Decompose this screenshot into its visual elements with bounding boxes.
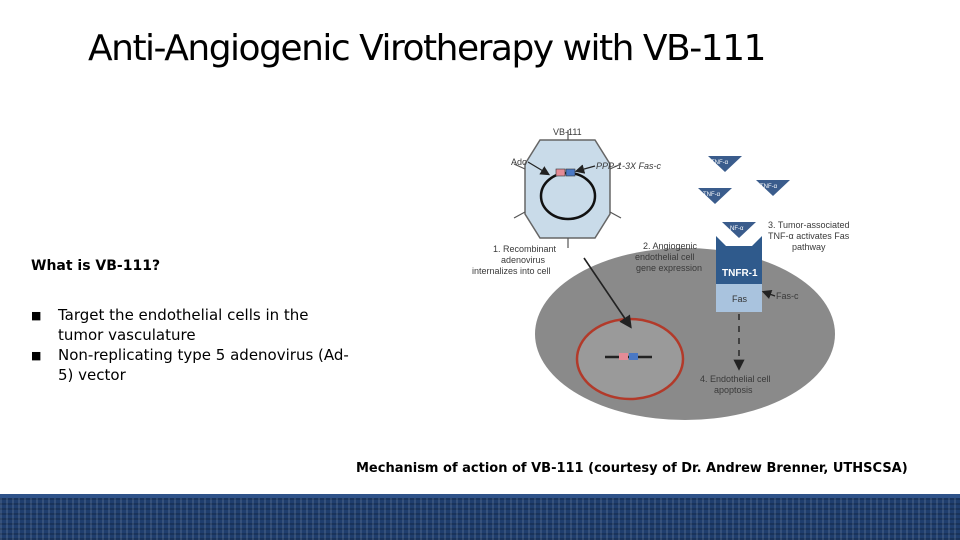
step1-label: 1. Recombinant adenovirus internalizes i… <box>472 244 559 276</box>
fas-label: Fas <box>732 294 748 304</box>
tnf-label: TNF-α <box>711 160 729 166</box>
transgene-red <box>619 353 628 360</box>
figure-caption: Mechanism of action of VB-111 (courtesy … <box>356 461 908 476</box>
genome-insert-blue <box>566 169 575 176</box>
tnf-label: TNF-α <box>760 184 778 190</box>
promoter-label: PPP-1-3X Fas-c <box>596 161 662 171</box>
receptor-label: TNFR-1 <box>722 268 758 279</box>
step3-label: 3. Tumor-associated TNF-α activates Fas … <box>768 220 852 252</box>
tnf-label: NF-α <box>730 226 744 232</box>
footer-band <box>0 498 960 540</box>
transgene-blue <box>629 353 638 360</box>
ado-label: Ado <box>511 157 527 167</box>
slide-title: Anti-Angiogenic Virotherapy with VB-111 <box>88 28 765 69</box>
endothelial-cell <box>535 248 835 420</box>
bullet-text: Target the endothelial cells in the tumo… <box>58 306 309 344</box>
virus-capsid <box>525 140 610 238</box>
genome-insert-red <box>556 169 565 176</box>
section-question: What is VB-111? <box>31 258 160 274</box>
bullet-item: ■ Target the endothelial cells in the tu… <box>31 305 351 345</box>
bullet-item: ■ Non-replicating type 5 adenovirus (Ad-… <box>31 345 351 385</box>
fasc-label: Fas-c <box>776 291 799 301</box>
mechanism-diagram: VB-111 Ado PPP-1-3X Fas-c TNF-α TNF-α TN… <box>470 124 880 420</box>
receptor-cap <box>716 236 762 260</box>
bullet-list: ■ Target the endothelial cells in the tu… <box>31 305 351 385</box>
bullet-text: Non-replicating type 5 adenovirus (Ad-5)… <box>58 346 349 384</box>
mechanism-diagram-svg: VB-111 Ado PPP-1-3X Fas-c TNF-α TNF-α TN… <box>470 124 880 420</box>
virus-label: VB-111 <box>553 127 582 137</box>
step2-label: 2. Angiogenic endothelial cell gene expr… <box>635 241 702 273</box>
bullet-square-icon: ■ <box>31 306 41 326</box>
bullet-square-icon: ■ <box>31 346 41 366</box>
tnf-label: TNF-α <box>703 192 721 198</box>
